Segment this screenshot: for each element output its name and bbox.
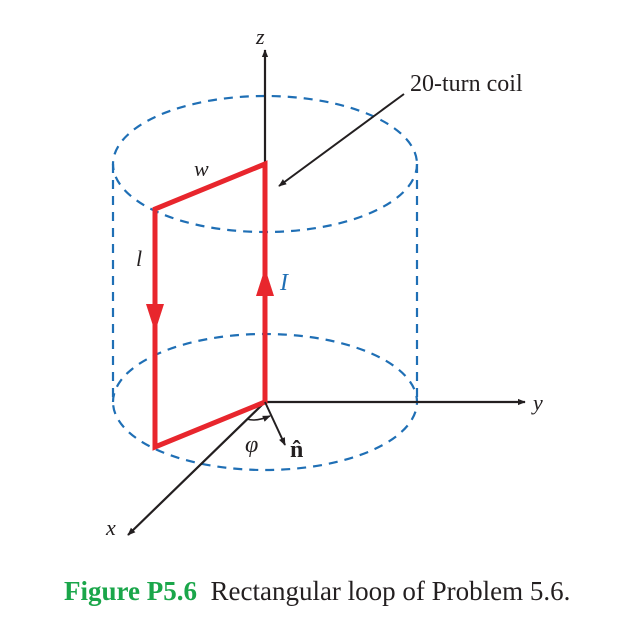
- y-axis-label: y: [531, 390, 543, 415]
- coil-label: 20-turn coil: [410, 71, 523, 97]
- axes: [127, 49, 526, 536]
- current-arrow-down: [146, 304, 164, 332]
- figure-number: Figure P5.6: [64, 576, 197, 606]
- coil-leader-arrow: [278, 93, 405, 187]
- caption-text: Rectangular loop of Problem 5.6.: [210, 576, 571, 606]
- current-arrow-up: [256, 268, 274, 296]
- z-axis-label: z: [255, 24, 265, 49]
- x-axis: [127, 401, 266, 536]
- normal-vector-arrow: [264, 401, 286, 446]
- figure-caption: Figure P5.6 Rectangular loop of Problem …: [64, 576, 624, 607]
- diagram: z y x 20-turn coil w l I φ n̂: [105, 24, 543, 540]
- length-label: l: [136, 246, 142, 271]
- phi-label: φ: [245, 432, 258, 458]
- normal-label: n̂: [290, 437, 303, 463]
- x-axis-label: x: [105, 515, 116, 540]
- phi-angle-arc: [246, 415, 271, 422]
- width-label: w: [194, 156, 209, 181]
- current-label: I: [279, 270, 289, 296]
- loop-outline: [152, 160, 268, 451]
- rectangular-loop: [152, 160, 268, 451]
